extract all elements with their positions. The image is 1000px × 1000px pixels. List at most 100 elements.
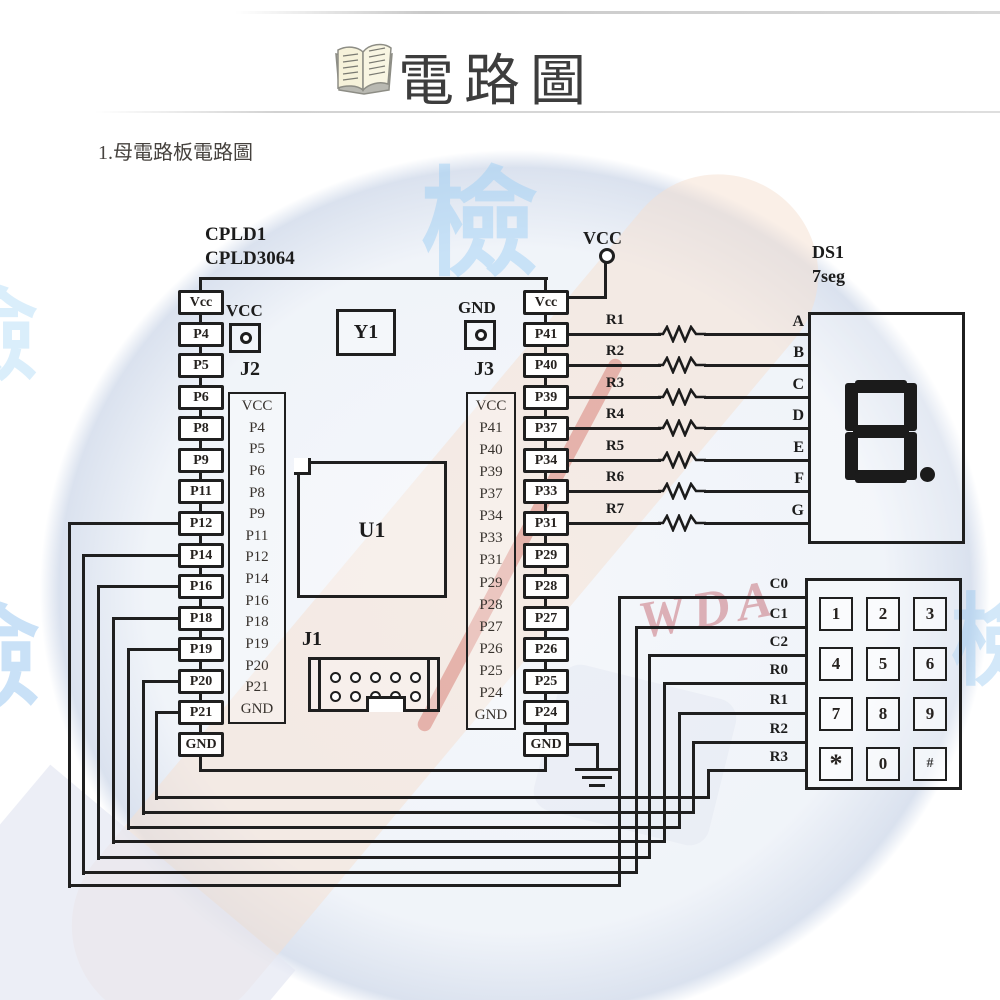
j1-pin-hole bbox=[390, 672, 401, 683]
keypad-key-2: 2 bbox=[866, 597, 900, 631]
wire bbox=[604, 261, 607, 299]
segment-label: F bbox=[794, 470, 804, 487]
j2-pin: GND bbox=[240, 700, 274, 717]
wire bbox=[704, 459, 808, 462]
section-heading: 1.母電路板電路圖 bbox=[98, 142, 253, 164]
keypad-key-1: 1 bbox=[819, 597, 853, 631]
resistor-symbol bbox=[658, 514, 706, 532]
pin-left-vcc: Vcc bbox=[178, 290, 224, 315]
j3-pin-list: VCC P41 P40 P39 P37 P34 P33 P31 P29 P28 … bbox=[468, 394, 514, 728]
wire bbox=[68, 884, 621, 887]
wire bbox=[112, 617, 178, 620]
wire bbox=[199, 769, 547, 772]
ground-symbol bbox=[589, 784, 605, 787]
j3-pin: P39 bbox=[479, 464, 503, 481]
pin-right-p34: P34 bbox=[523, 448, 569, 473]
j3-pin: P27 bbox=[479, 618, 503, 635]
u1-pin1-notch bbox=[294, 458, 311, 475]
j2-pin: P19 bbox=[245, 636, 269, 653]
j2-pin-list: VCC P4 P5 P6 P8 P9 P11 P12 P14 P16 P18 P… bbox=[230, 394, 284, 722]
wire bbox=[569, 364, 661, 367]
wire bbox=[704, 396, 808, 399]
segment-label: C bbox=[792, 376, 804, 393]
j1-pin-hole bbox=[350, 691, 361, 702]
pin-right-p33: P33 bbox=[523, 479, 569, 504]
pin-right-p41: P41 bbox=[523, 322, 569, 347]
keypad-key-0: 0 bbox=[866, 747, 900, 781]
segment-label: D bbox=[792, 407, 804, 424]
wire bbox=[692, 741, 805, 744]
wire bbox=[82, 871, 638, 874]
j3-pin: P31 bbox=[479, 552, 503, 569]
j2-pin: VCC bbox=[241, 398, 273, 414]
pin-left-p5: P5 bbox=[178, 353, 224, 378]
wire bbox=[127, 826, 681, 829]
pin-left-p8: P8 bbox=[178, 416, 224, 441]
j2-pin: P12 bbox=[245, 549, 269, 566]
wire bbox=[199, 277, 548, 280]
keypad-key-6: 6 bbox=[913, 647, 947, 681]
wire bbox=[704, 364, 808, 367]
pin-right-vcc: Vcc bbox=[523, 290, 569, 315]
segment-b bbox=[904, 383, 917, 431]
open-book-icon bbox=[335, 43, 393, 95]
j2-pin: P18 bbox=[245, 614, 269, 631]
segment-d bbox=[855, 470, 907, 483]
j3-pin: P41 bbox=[479, 420, 503, 437]
wire bbox=[678, 712, 805, 715]
pin-right-p27: P27 bbox=[523, 606, 569, 631]
j2-pin: P4 bbox=[249, 419, 265, 436]
segment-a bbox=[855, 380, 907, 393]
j3-connector: VCC P41 P40 P39 P37 P34 P33 P31 P29 P28 … bbox=[466, 392, 516, 730]
j3-pin: VCC bbox=[475, 398, 507, 414]
segment-label: G bbox=[791, 502, 804, 519]
wire bbox=[68, 522, 178, 525]
pin-right-p25: P25 bbox=[523, 669, 569, 694]
j1-pin-hole bbox=[330, 691, 341, 702]
pin-left-p12: P12 bbox=[178, 511, 224, 536]
pin-left-p9: P9 bbox=[178, 448, 224, 473]
wire bbox=[112, 840, 666, 843]
j2-pin: P20 bbox=[245, 657, 269, 674]
wire bbox=[142, 680, 178, 683]
pin-left-p11: P11 bbox=[178, 479, 224, 504]
wire bbox=[692, 741, 695, 814]
wire bbox=[82, 554, 85, 875]
j1-pin-hole bbox=[370, 672, 381, 683]
keypad-key-star: * bbox=[819, 747, 853, 781]
wire bbox=[127, 648, 178, 651]
resistor-refdes: R5 bbox=[605, 438, 625, 454]
j3-pin: P37 bbox=[479, 486, 503, 503]
j2-pin: P5 bbox=[249, 441, 265, 458]
j2-pin: P8 bbox=[249, 484, 265, 501]
u1-label: U1 bbox=[358, 516, 386, 542]
resistor-refdes: R7 bbox=[605, 501, 625, 517]
wire bbox=[704, 427, 808, 430]
resistor-symbol bbox=[658, 388, 706, 406]
pin-left-gnd: GND bbox=[178, 732, 224, 757]
wire bbox=[127, 648, 130, 830]
keypad-line-label: R1 bbox=[769, 692, 788, 708]
wire bbox=[635, 626, 638, 874]
keypad-key-8: 8 bbox=[866, 697, 900, 731]
j3-label: J3 bbox=[474, 358, 494, 380]
keypad-key-7: 7 bbox=[819, 697, 853, 731]
keypad-line-label: C2 bbox=[769, 634, 788, 650]
wire bbox=[569, 522, 661, 525]
j1-pin-hole bbox=[410, 691, 421, 702]
j1-polarization-notch bbox=[366, 696, 406, 712]
segment-g bbox=[853, 425, 909, 438]
vcc-terminal bbox=[599, 248, 615, 264]
ground-symbol bbox=[575, 768, 619, 771]
j1-end-wall bbox=[318, 659, 321, 710]
j2-pin: P6 bbox=[249, 462, 265, 479]
j3-pin: P33 bbox=[479, 530, 503, 547]
pin-left-p19: P19 bbox=[178, 637, 224, 662]
keypad-key-5: 5 bbox=[866, 647, 900, 681]
seven-segment-digit bbox=[845, 380, 917, 483]
page-title: 電路圖 bbox=[398, 51, 596, 113]
gnd-testpoint-pad bbox=[475, 329, 487, 341]
j3-pin: P25 bbox=[479, 662, 503, 679]
keypad-key-hash: # bbox=[913, 747, 947, 781]
resistor-refdes: R1 bbox=[605, 312, 625, 328]
